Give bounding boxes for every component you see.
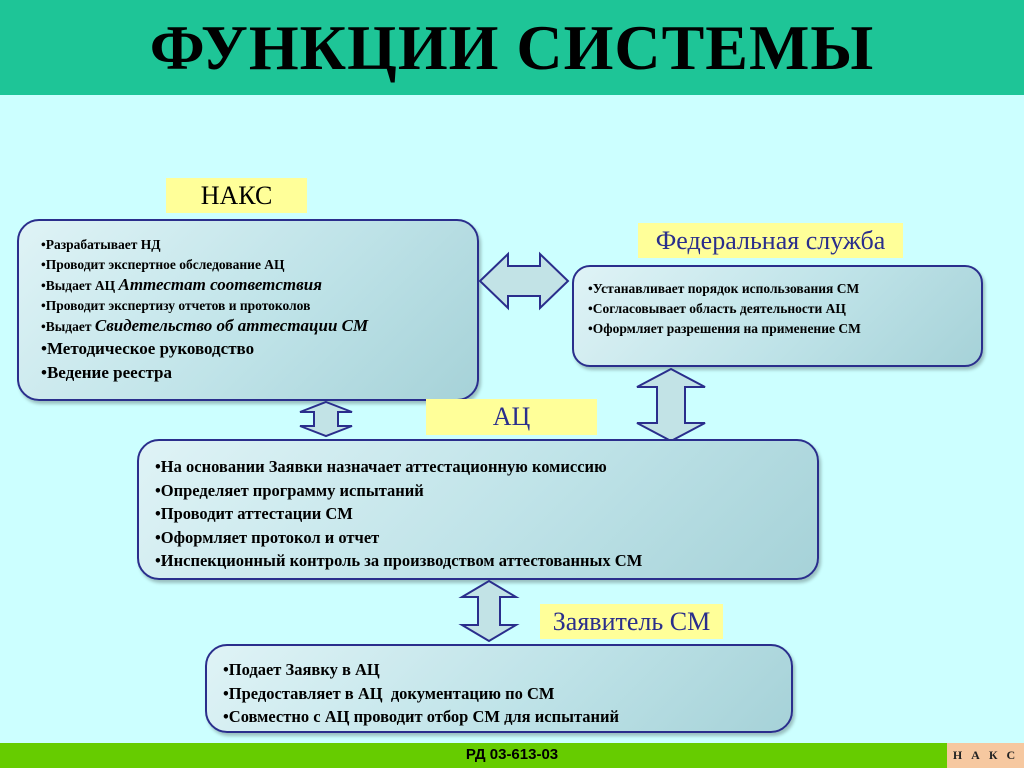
- ac-item: Оформляет протокол и отчет: [155, 526, 817, 550]
- ac-item: Определяет программу испытаний: [155, 479, 817, 503]
- naks-item: Проводит экспертное обследование АЦ: [41, 255, 477, 275]
- naks-item: Ведение реестра: [41, 361, 477, 385]
- naks-item: Проводит экспертизу отчетов и протоколов: [41, 296, 477, 316]
- document-code: РД 03-613-03: [465, 746, 559, 763]
- double-arrow-horizontal-icon: [478, 251, 570, 311]
- applicant-box: Подает Заявку в АЦ Предоставляет в АЦ до…: [205, 644, 793, 733]
- federal-item: Устанавливает порядок использования СМ: [588, 279, 981, 299]
- applicant-item: Совместно с АЦ проводит отбор СМ для исп…: [223, 705, 791, 729]
- ac-item: На основании Заявки назначает аттестацио…: [155, 455, 817, 479]
- naks-item: Методическое руководство: [41, 337, 477, 361]
- page-title: ФУНКЦИИ СИСТЕМЫ: [149, 11, 875, 83]
- double-arrow-vertical-icon: [636, 367, 706, 443]
- title-bar: ФУНКЦИИ СИСТЕМЫ: [0, 0, 1024, 95]
- ac-item: Инспекционный контроль за производством …: [155, 549, 817, 573]
- double-arrow-vertical-icon: [299, 400, 353, 438]
- naks-item: Выдает Свидетельство об аттестации СМ: [41, 316, 477, 337]
- applicant-item: Предоставляет в АЦ документацию по СМ: [223, 682, 791, 706]
- naks-item: Разрабатывает НД: [41, 235, 477, 255]
- federal-item: Согласовывает область деятельности АЦ: [588, 299, 981, 319]
- federal-label: Федеральная служба: [638, 223, 903, 258]
- footer-bar: РД 03-613-03 Н А К С: [0, 743, 1024, 768]
- federal-item: Оформляет разрешения на применение СМ: [588, 319, 981, 339]
- applicant-label: Заявитель СМ: [540, 604, 723, 639]
- naks-item: Выдает АЦ Аттестат соответствия: [41, 275, 477, 296]
- naks-label: НАКС: [166, 178, 307, 213]
- naks-logo: Н А К С: [947, 743, 1024, 768]
- applicant-item: Подает Заявку в АЦ: [223, 658, 791, 682]
- federal-box: Устанавливает порядок использования СМ С…: [572, 265, 983, 367]
- ac-item: Проводит аттестации СМ: [155, 502, 817, 526]
- ac-box: На основании Заявки назначает аттестацио…: [137, 439, 819, 580]
- double-arrow-vertical-icon: [458, 579, 520, 643]
- naks-box: Разрабатывает НД Проводит экспертное обс…: [17, 219, 479, 401]
- ac-label: АЦ: [426, 399, 597, 435]
